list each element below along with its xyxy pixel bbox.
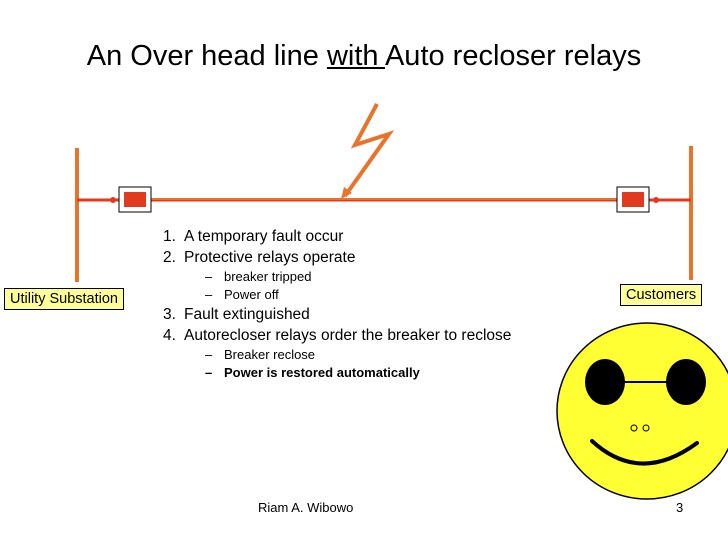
step-number: 1.: [163, 228, 176, 245]
sub-text: breaker tripped: [224, 269, 312, 284]
customers-label: Customers: [620, 284, 703, 306]
step-number: 4.: [163, 327, 176, 344]
sub-dash: –: [205, 365, 213, 380]
lightning-bolt-icon: [341, 103, 395, 199]
smiley-face: [556, 322, 728, 500]
title-underlined: with: [326, 40, 385, 72]
step-text: Protective relays operate: [184, 249, 356, 266]
step-number: 2.: [163, 249, 176, 266]
sub-dash: –: [205, 269, 213, 284]
step-number: 3.: [163, 306, 176, 323]
smiley-nostril-left: [630, 424, 638, 432]
title-part-2: Auto recloser relays: [384, 40, 642, 72]
left-junction: [110, 197, 116, 203]
smiley-nostril-right: [642, 424, 650, 432]
smiley-left-eye: [585, 359, 625, 405]
sub-dash: –: [205, 287, 213, 302]
page-number: 3: [676, 500, 684, 515]
smiley-head: [556, 322, 728, 500]
slide-title: An Over head line with Auto recloser rel…: [0, 40, 728, 73]
sub-text: Power is restored automatically: [224, 365, 420, 380]
footer-author: Riam A. Wibowo: [258, 500, 354, 515]
step-text: Fault extinguished: [184, 306, 310, 323]
right-breaker: [616, 186, 650, 213]
sub-text: Breaker reclose: [224, 347, 316, 362]
step-text: Autorecloser relays order the breaker to…: [184, 327, 512, 344]
sub-dash: –: [205, 347, 213, 362]
sub-text: Power off: [224, 287, 279, 302]
step-text: A temporary fault occur: [184, 228, 344, 245]
right-junction: [653, 197, 659, 203]
utility-substation-label: Utility Substation: [4, 288, 124, 310]
title-part-1: An Over head line: [86, 40, 327, 72]
smiley-right-eye: [666, 359, 706, 405]
left-breaker: [118, 186, 152, 213]
smiley-mouth: [590, 439, 699, 466]
